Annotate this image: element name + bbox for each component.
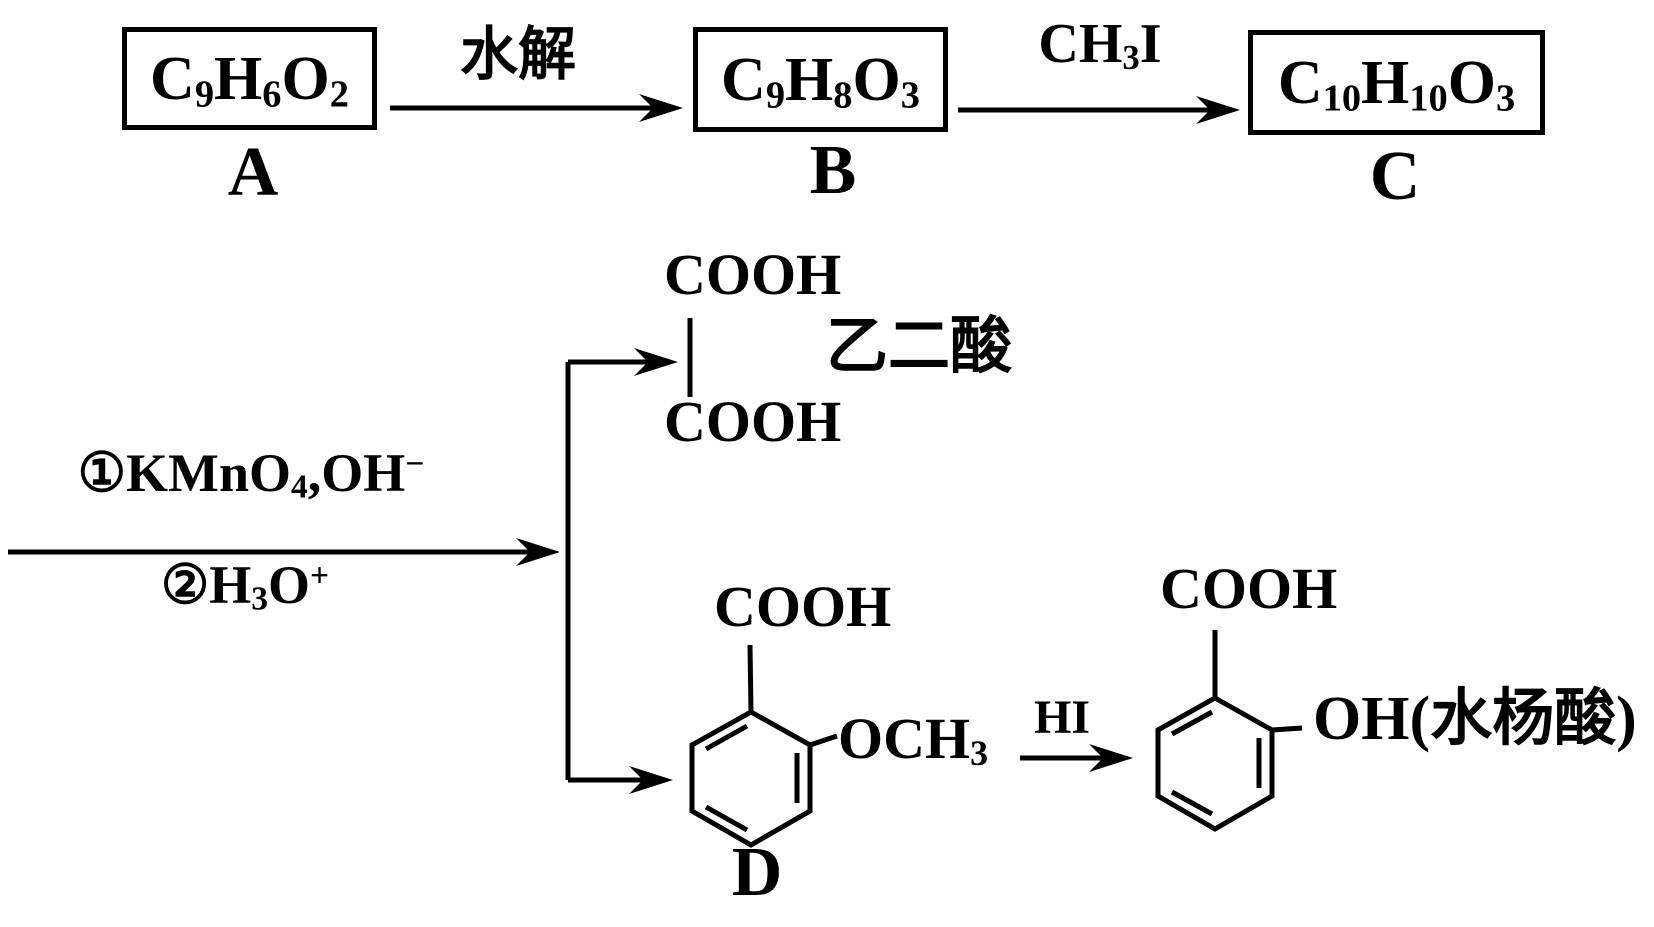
benzene-d-double-bond-3: [704, 804, 749, 833]
hydrolysis-reagent-label: 水解: [459, 22, 577, 87]
oxidation-step1-label: ①KMnO4,OH−: [77, 443, 425, 506]
oxidation-step2-label: ②H3O+: [160, 555, 330, 618]
branch-top-head: [634, 348, 678, 376]
arrow-d-to-salicylic-head: [1089, 744, 1133, 772]
benzene-sal-double-bond-3: [1170, 789, 1214, 817]
methyl-iodide-reagent-label: CH3I: [1038, 13, 1162, 77]
oxalic-cooh-bottom: COOH: [664, 389, 842, 454]
salicylic-oh-bond: [1271, 725, 1303, 733]
compound-a-label: A: [227, 134, 279, 211]
benzene-d-double-bond-1: [704, 723, 749, 752]
compound-c-label: C: [1369, 138, 1421, 215]
oxidation-arrow-head: [516, 538, 560, 566]
salicylic-oh-and-name: OH(水杨酸): [1313, 688, 1637, 750]
arrow-a-to-b-head: [639, 94, 683, 122]
compound-c-box: C10H10O3: [1248, 30, 1545, 135]
compound-c-formula: C10H10O3: [1277, 48, 1516, 120]
salicylic-acid-name: (水杨酸): [1409, 685, 1637, 753]
benzene-sal-double-bond-1: [1170, 709, 1214, 737]
compound-a-box: C9H6O2: [122, 27, 377, 130]
branch-bottom-head: [629, 766, 673, 794]
benzene-ring-salicylic: [1155, 695, 1275, 832]
compound-a-formula: C9H6O2: [150, 44, 349, 116]
d-och3-bond: [809, 733, 838, 748]
oxalic-acid-name: 乙二酸: [826, 313, 1013, 381]
arrow-b-to-c-head: [1196, 96, 1240, 124]
compound-b-label: B: [809, 132, 857, 209]
compound-b-formula: C9H8O3: [721, 45, 920, 117]
oxalic-cooh-top: COOH: [664, 242, 842, 307]
d-cooh-group: COOH: [714, 574, 892, 639]
compound-b-box: C9H8O3: [693, 27, 948, 132]
benzene-ring-d: [689, 709, 813, 848]
salicylic-oh-group: OH: [1313, 685, 1410, 753]
salicylic-cooh-group: COOH: [1160, 556, 1338, 621]
hydrogen-iodide-reagent-label: HI: [1033, 691, 1091, 744]
d-och3-group: OCH3: [838, 706, 989, 774]
d-cooh-bond: [747, 644, 754, 713]
compound-d-label: D: [731, 834, 783, 911]
